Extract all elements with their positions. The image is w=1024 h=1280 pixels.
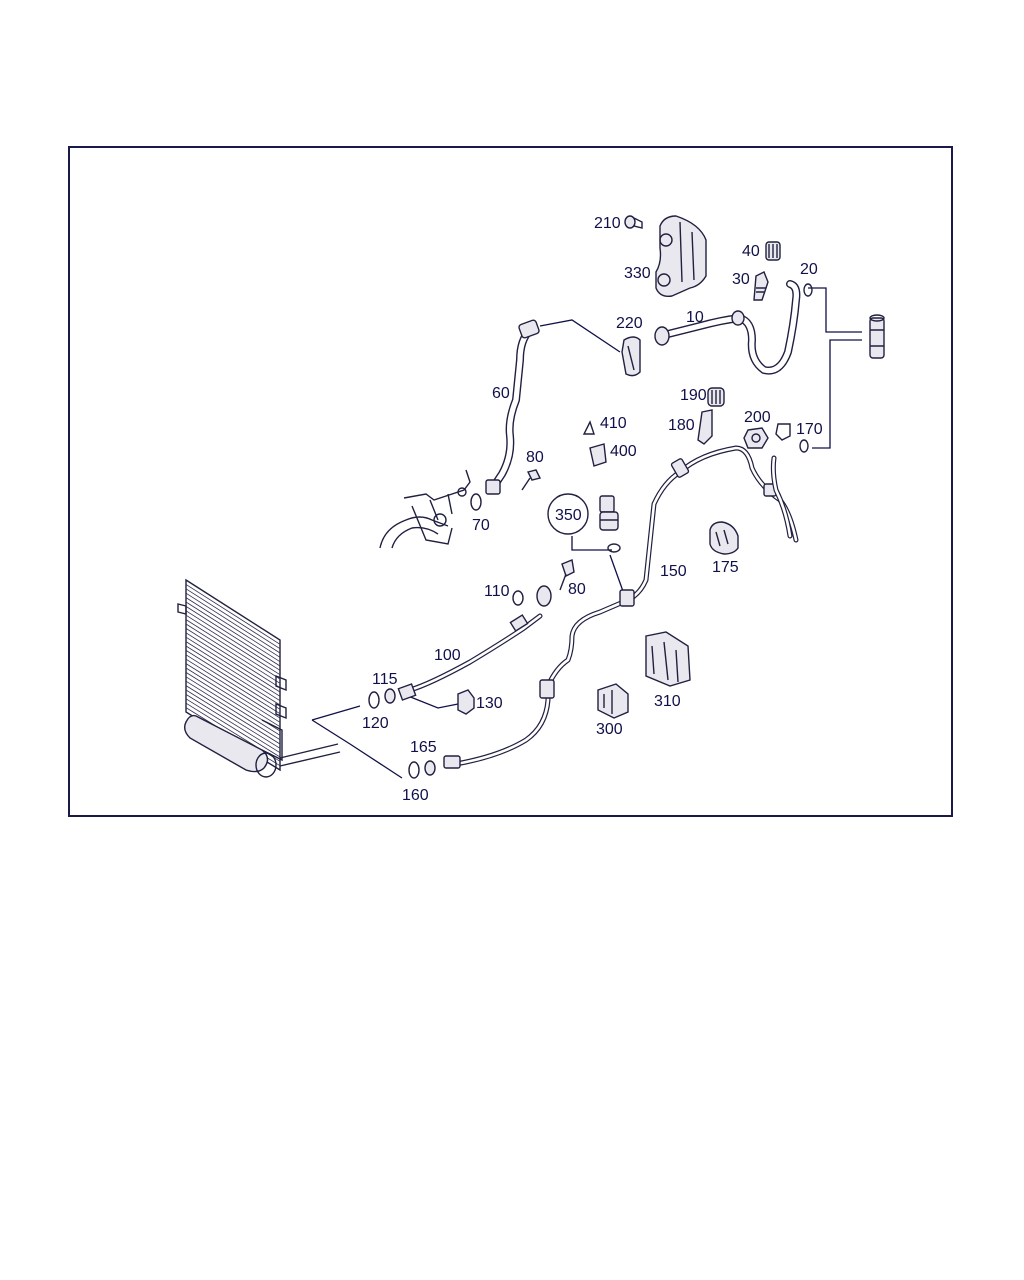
part-200-nut <box>743 427 769 449</box>
condenser-fin-line <box>185 685 281 745</box>
part-170-oring <box>775 423 809 453</box>
callout-30: 30 <box>732 271 750 288</box>
callout-350-circle <box>547 493 589 535</box>
part-120-oring <box>368 691 380 709</box>
line-150 <box>443 445 799 769</box>
callout-labels: 210 330 40 30 20 10 220 60 190 410 180 2… <box>362 215 823 804</box>
condenser-fins <box>185 584 281 767</box>
callout-110: 110 <box>484 583 510 600</box>
part-300-clamp <box>597 683 629 719</box>
part-180-valve <box>697 409 713 445</box>
condenser-fin-line <box>185 623 281 684</box>
hose-10 <box>654 280 801 375</box>
callout-150: 150 <box>660 563 687 580</box>
callout-20: 20 <box>800 261 818 278</box>
part-80-bolt-upper <box>521 469 542 491</box>
compressor-bracket <box>379 469 471 549</box>
condenser-fin-line <box>185 597 281 658</box>
condenser-fin-line <box>185 606 281 667</box>
part-160-oring <box>408 761 420 779</box>
part-400-sensor <box>589 443 607 467</box>
condenser-fin-line <box>185 628 281 689</box>
part-30-valve <box>753 271 769 301</box>
callout-10: 10 <box>686 309 704 326</box>
part-70-oring <box>470 493 482 511</box>
callout-130: 130 <box>476 695 503 712</box>
part-210-bolt <box>624 215 643 229</box>
condenser-fin-line <box>185 610 281 671</box>
callout-310: 310 <box>654 693 681 710</box>
callout-350: 350 <box>555 507 582 524</box>
condenser-fin-line <box>185 592 281 654</box>
condenser-fin-line <box>185 614 281 676</box>
leader-lines <box>311 287 862 779</box>
callout-190: 190 <box>680 387 707 404</box>
condenser-fin-line <box>185 680 281 741</box>
callout-60: 60 <box>492 385 510 402</box>
part-20-oring <box>803 283 813 297</box>
condenser <box>177 578 341 778</box>
callout-170: 170 <box>796 421 823 438</box>
part-115-seal <box>384 688 396 704</box>
hose-60 <box>485 319 540 495</box>
part-40-cap <box>765 241 781 261</box>
condenser-fin-line <box>185 694 281 754</box>
diagram-frame <box>68 146 953 817</box>
part-220-clip <box>621 336 641 377</box>
callout-115: 115 <box>372 671 398 688</box>
part-350-switch <box>599 495 621 553</box>
callout-210: 210 <box>594 215 621 232</box>
condenser-fin-line <box>185 641 281 702</box>
callout-175: 175 <box>712 559 739 576</box>
part-165-seal <box>424 760 436 776</box>
callout-100: 100 <box>434 647 461 664</box>
callout-410: 410 <box>600 415 627 432</box>
condenser-fin-line <box>185 584 281 645</box>
condenser-fin-line <box>185 658 281 719</box>
callout-180: 180 <box>668 417 695 434</box>
condenser-fin-line <box>185 663 281 723</box>
part-expansion-fitting <box>869 314 885 359</box>
condenser-fin-line <box>185 698 281 758</box>
callout-70: 70 <box>472 517 490 534</box>
callout-165: 165 <box>410 739 437 756</box>
callout-120: 120 <box>362 715 389 732</box>
part-110-oring <box>512 590 524 606</box>
condenser-fin-line <box>185 650 281 710</box>
condenser-fin-line <box>185 654 281 715</box>
callout-40: 40 <box>742 243 760 260</box>
condenser-fin-line <box>185 632 281 693</box>
condenser-fin-line <box>185 676 281 736</box>
part-190-cap <box>707 387 725 407</box>
condenser-fin-line <box>185 667 281 728</box>
callout-80-upper: 80 <box>526 449 544 466</box>
part-310-clamp <box>645 631 691 687</box>
condenser-fin-line <box>185 689 281 749</box>
part-80-bolt-lower <box>559 559 575 591</box>
callout-400: 400 <box>610 443 637 460</box>
hose-100 <box>397 585 552 701</box>
condenser-fin-line <box>185 636 281 697</box>
callout-80-lower: 80 <box>568 581 586 598</box>
part-175-grommet <box>709 521 739 555</box>
part-130-nut <box>457 689 475 715</box>
part-410-cap <box>582 420 595 435</box>
callout-220: 220 <box>616 315 643 332</box>
condenser-fin-line <box>185 645 281 706</box>
part-330-bracket <box>655 215 707 298</box>
callout-330: 330 <box>624 265 651 282</box>
callout-200: 200 <box>744 409 771 426</box>
callout-160: 160 <box>402 787 429 804</box>
condenser-fin-line <box>185 619 281 680</box>
callout-300: 300 <box>596 721 623 738</box>
condenser-fin-line <box>185 601 281 663</box>
condenser-fin-line <box>185 588 281 650</box>
